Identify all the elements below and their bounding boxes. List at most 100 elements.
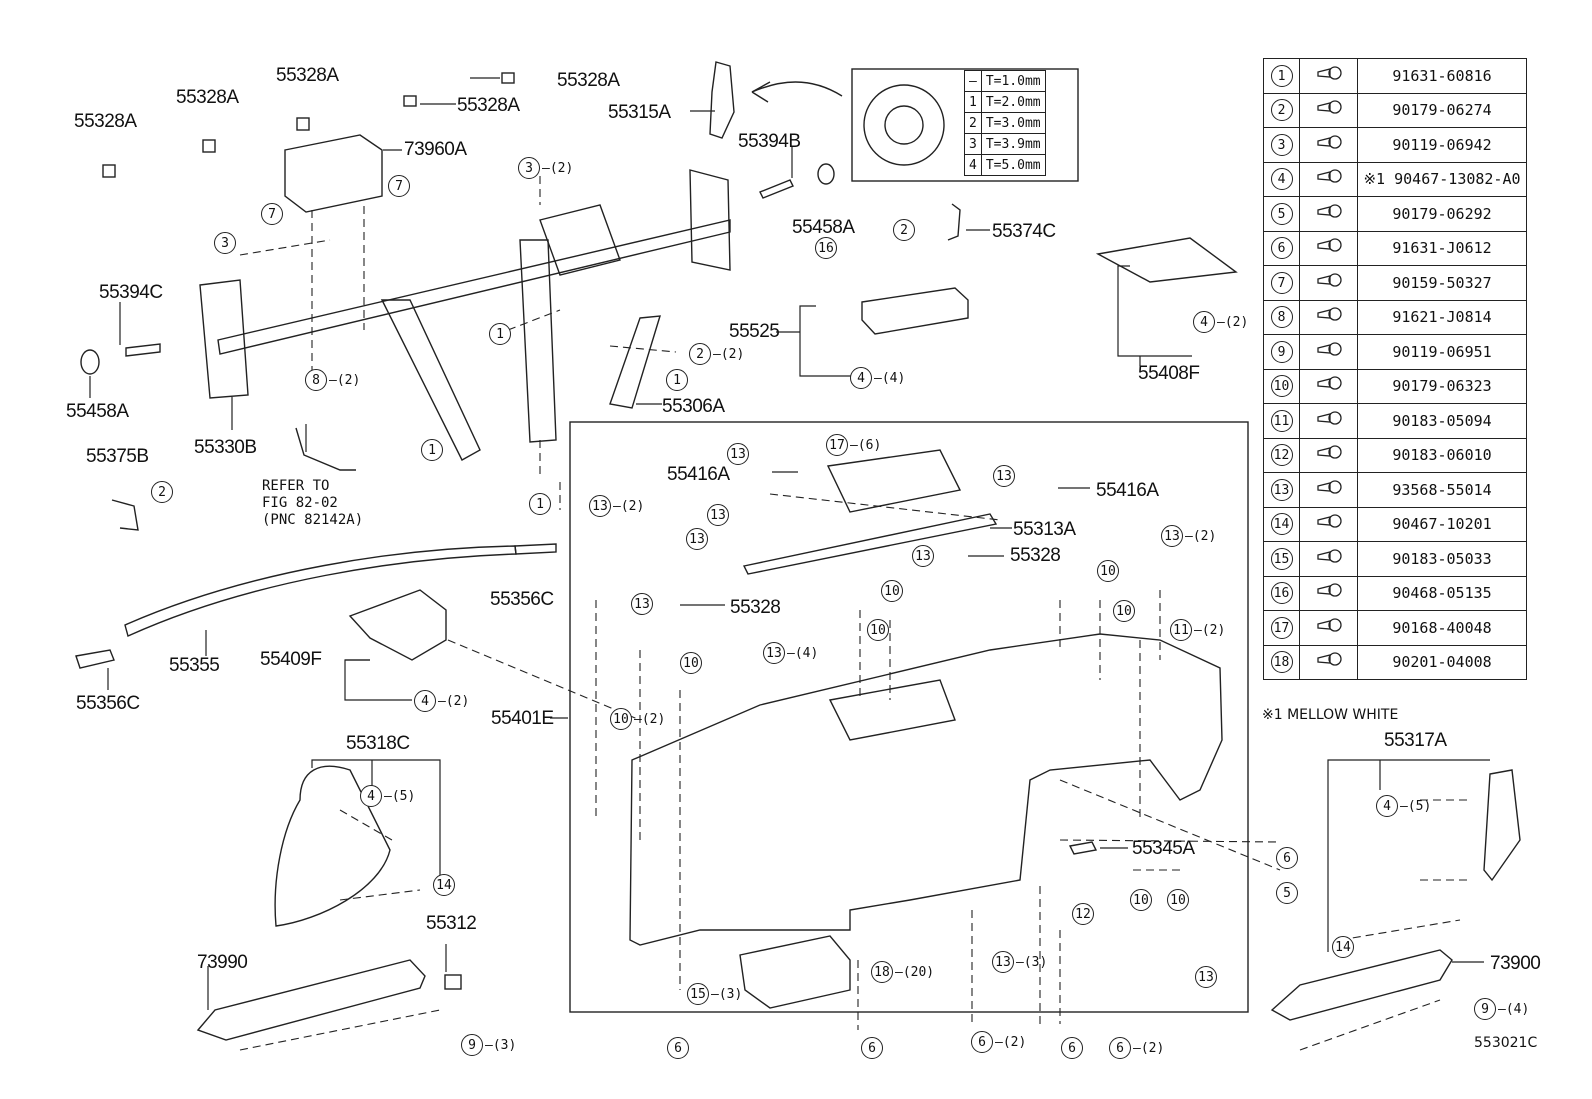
callout: 5 [1276,882,1298,904]
callout: 1 [421,439,443,461]
callout-quantity: —(2) [1185,528,1217,544]
bracket-55330B [199,279,249,399]
thickness-key: 1 [964,91,982,113]
parts-index: 18 [1263,644,1300,680]
part-label: 55328 [730,597,781,618]
part-label: 55328A [457,95,520,116]
clip-55328A-3 [296,117,310,131]
fastener-icon [1299,161,1358,197]
callout: 1 [529,493,551,515]
thickness-key: 4 [964,154,982,176]
callout: 14 [1332,936,1354,958]
index-circle: 6 [1270,237,1293,260]
callout: 10 [1167,889,1189,911]
part-label: 73990 [197,952,248,973]
callout-number: 10 [881,580,903,602]
callout-quantity: —(2) [995,1034,1027,1050]
parts-index: 7 [1263,265,1300,301]
callout: 10 [1113,600,1135,622]
callout-number: 4 [414,690,436,712]
part-number: 90201-04008 [1357,644,1527,680]
index-circle: 10 [1270,375,1293,398]
fastener-icon [1299,610,1358,646]
index-circle: 4 [1270,168,1293,191]
callout: 6—(2) [1109,1037,1164,1059]
part-label: 55355 [169,655,220,676]
callout-number: 4 [850,367,872,389]
fastener-icon [1299,575,1358,611]
callout-number: 4 [1376,795,1398,817]
callout: 14 [433,874,455,896]
callout-number: 6 [1109,1037,1131,1059]
index-circle: 5 [1270,202,1293,225]
callout-number: 3 [518,157,540,179]
thickness-value: T=3.9mm [980,133,1046,155]
trim-strip-55355 [124,545,517,637]
parts-index: 1 [1263,58,1300,94]
callout: 12 [1072,903,1094,925]
callout: 4—(5) [1376,795,1431,817]
callout-quantity: —(2) [438,693,470,709]
callout-quantity: —(2) [329,372,361,388]
part-label: 55328 [1010,545,1061,566]
part-label: 55356C [76,693,140,714]
index-circle: 17 [1270,616,1293,639]
callout: 1 [489,323,511,345]
callout: 10 [680,652,702,674]
callout-number: 13 [1195,966,1217,988]
callout-quantity: —(5) [384,788,416,804]
part-label: 55313A [1013,519,1076,540]
callout-number: 4 [1193,311,1215,333]
callout: 17—(6) [826,434,881,456]
dashed-guides [239,176,1470,1051]
part-number: 91631-J0612 [1357,230,1527,266]
callout-quantity: —(4) [787,645,819,661]
callout-number: 13 [727,443,749,465]
thickness-key: 3 [964,133,982,155]
thickness-key: — [964,70,982,92]
table-note: ※1 MELLOW WHITE [1262,707,1399,723]
bolt-55394B [759,179,794,199]
parts-index: 4 [1263,161,1300,197]
callout-number: 13 [992,951,1014,973]
cap-55458A-left [80,349,100,375]
fastener-icon [1299,506,1358,542]
callout-number: 10 [610,708,632,730]
part-number: 90119-06942 [1357,127,1527,163]
callout: 9—(4) [1474,998,1529,1020]
callout-quantity: —(2) [634,711,666,727]
index-circle: 14 [1270,513,1293,536]
callout-number: 14 [1332,936,1354,958]
part-number: 90467-10201 [1357,506,1527,542]
index-circle: 18 [1270,651,1293,674]
callout: 4—(2) [1193,311,1248,333]
callout: 15—(3) [687,983,742,1005]
parts-index: 5 [1263,196,1300,232]
callout-number: 6 [1061,1037,1083,1059]
direction-arrow-head [751,81,771,103]
direction-arrow [751,81,843,97]
thickness-value: T=3.0mm [980,112,1046,134]
callout-quantity: —(20) [895,964,935,980]
callout-number: 7 [261,203,283,225]
part-label: 55328A [276,65,339,86]
bracket-55315A [709,61,735,139]
callout: 13—(3) [992,951,1047,973]
callout-number: 7 [388,175,410,197]
side-cover-55317A [1483,769,1521,882]
fastener-icon [1299,230,1358,266]
index-circle: 16 [1270,582,1293,605]
callout: 3—(2) [518,157,573,179]
callout: 13 [631,593,653,615]
callout-number: 6 [667,1037,689,1059]
callout-number: 13 [631,593,653,615]
index-circle: 12 [1270,444,1293,467]
end-cap-55356C-2 [75,649,115,669]
callout-number: 11 [1170,619,1192,641]
callout-number: 10 [1097,560,1119,582]
callout-quantity: —(3) [711,986,743,1002]
